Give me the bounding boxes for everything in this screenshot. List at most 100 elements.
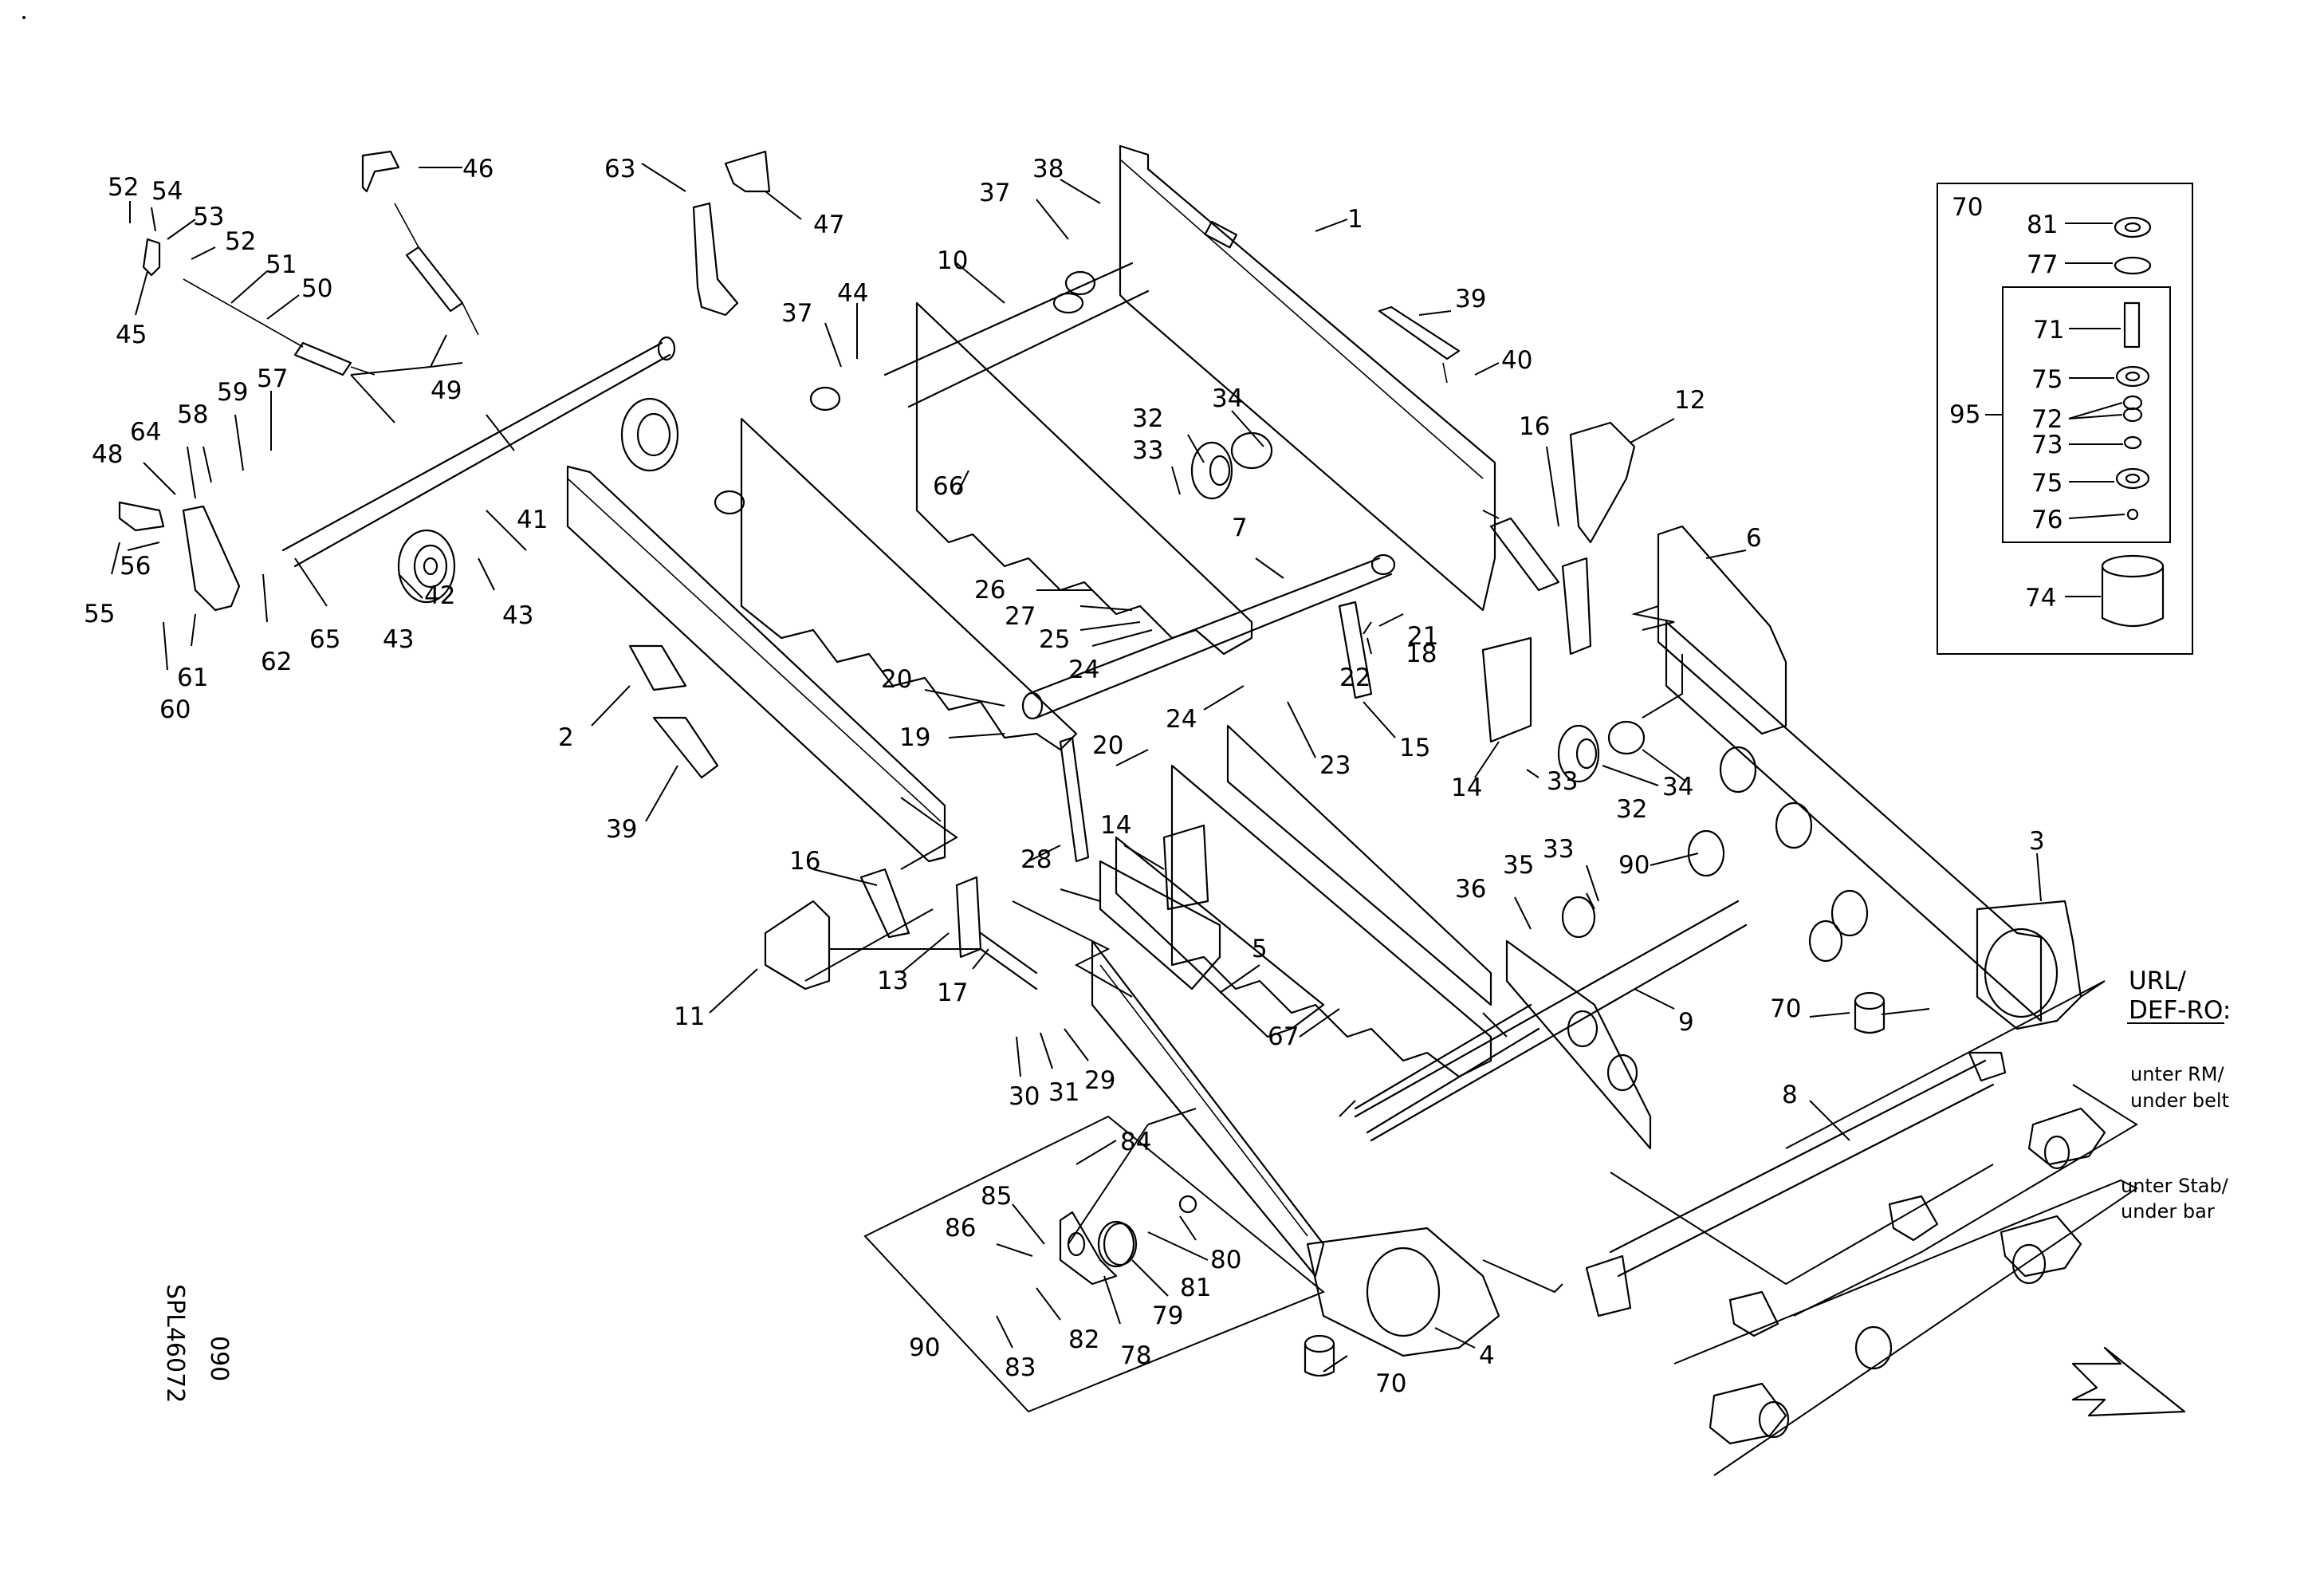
callout: 90 bbox=[909, 1333, 940, 1362]
inset-callout: 71 bbox=[2033, 316, 2064, 345]
plate-5 bbox=[1099, 860, 1221, 990]
callout: 46 bbox=[462, 155, 494, 183]
drawing-code: SPL46072 090 bbox=[161, 1284, 233, 1403]
inset-callout: 76 bbox=[2031, 506, 2063, 534]
callout: 52 bbox=[108, 173, 139, 202]
callout: 80 bbox=[1210, 1246, 1241, 1274]
callout: 52 bbox=[225, 227, 256, 256]
callout: 13 bbox=[877, 967, 908, 995]
callout: 60 bbox=[159, 695, 191, 724]
callout: 63 bbox=[604, 155, 635, 183]
callout: 58 bbox=[177, 400, 208, 429]
inset-assembly-label: 95 bbox=[1949, 400, 1980, 429]
callout: 39 bbox=[606, 815, 637, 844]
callout: 62 bbox=[261, 648, 292, 676]
shaft-41 bbox=[281, 341, 671, 568]
callout: 23 bbox=[1319, 751, 1351, 780]
callout: 55 bbox=[84, 600, 115, 628]
inset-callout: 72 bbox=[2031, 405, 2063, 434]
inset-title: 70 bbox=[1952, 193, 1983, 222]
callout: 33 bbox=[1547, 767, 1578, 796]
callout: 4 bbox=[1479, 1341, 1495, 1370]
callout: 36 bbox=[1455, 875, 1486, 904]
side-plate-upper bbox=[1119, 144, 1496, 612]
callout: 40 bbox=[1501, 346, 1532, 375]
callout: 57 bbox=[257, 364, 288, 393]
callout: 37 bbox=[781, 299, 812, 328]
callout: 14 bbox=[1451, 774, 1482, 802]
callout: 86 bbox=[945, 1214, 976, 1243]
callout: 48 bbox=[92, 440, 123, 469]
callout: 19 bbox=[899, 723, 930, 752]
end-plate-4 bbox=[1306, 1227, 1500, 1357]
callout: 21 bbox=[1407, 622, 1438, 651]
inset-callout: 75 bbox=[2031, 469, 2063, 498]
inset-callout: 77 bbox=[2027, 250, 2058, 279]
drawing-sheet: 090 bbox=[205, 1336, 233, 1381]
callout: 37 bbox=[979, 179, 1010, 207]
callout: 84 bbox=[1120, 1128, 1151, 1156]
callout: 79 bbox=[1152, 1302, 1183, 1330]
frame-drawing bbox=[22, 16, 2186, 1445]
callout: 18 bbox=[1406, 640, 1437, 668]
variant-notes: URL/ DEF-RO: unter RM/ under belt unter … bbox=[2121, 967, 2231, 1223]
callout: 28 bbox=[1020, 845, 1052, 874]
callout: 90 bbox=[1618, 851, 1650, 880]
callout: 25 bbox=[1039, 625, 1070, 654]
callout: 20 bbox=[1092, 731, 1123, 760]
callout: 64 bbox=[130, 418, 161, 447]
variant-label: URL/ bbox=[2129, 967, 2187, 995]
plate-14 bbox=[1481, 636, 1532, 743]
callout: 16 bbox=[1519, 412, 1550, 441]
callout: 34 bbox=[1662, 773, 1693, 801]
callout: 1 bbox=[1347, 205, 1363, 234]
foot-cap-70-left bbox=[1304, 1334, 1335, 1377]
inset-callout: 74 bbox=[2025, 584, 2056, 612]
callout: 85 bbox=[981, 1182, 1012, 1211]
callout: 67 bbox=[1268, 1022, 1299, 1051]
callout: 32 bbox=[1132, 404, 1163, 433]
callout: 2 bbox=[558, 723, 574, 752]
callout: 45 bbox=[116, 321, 147, 349]
callout: 30 bbox=[1009, 1082, 1040, 1111]
callout: 8 bbox=[1782, 1081, 1798, 1109]
note-under-bar: unter Stab/ bbox=[2121, 1175, 2229, 1197]
callout: 33 bbox=[1132, 436, 1163, 465]
callout: 17 bbox=[937, 979, 968, 1007]
callout: 35 bbox=[1503, 851, 1534, 880]
callout: 3 bbox=[2029, 827, 2045, 856]
note-under-belt: unter RM/ bbox=[2130, 1063, 2224, 1085]
callout: 59 bbox=[217, 378, 248, 407]
callout: 50 bbox=[301, 274, 332, 303]
lever-64 bbox=[182, 505, 241, 612]
callout: 54 bbox=[151, 177, 183, 206]
callout: 32 bbox=[1616, 795, 1647, 824]
gear-42 bbox=[397, 529, 456, 604]
spring-50 bbox=[293, 341, 352, 376]
guide-plate-66 bbox=[915, 301, 1253, 656]
inset-callout: 81 bbox=[2027, 211, 2058, 239]
end-plate-3 bbox=[1976, 900, 2082, 1030]
callout: 81 bbox=[1180, 1274, 1211, 1302]
callout: 24 bbox=[1166, 705, 1197, 734]
callout: 16 bbox=[789, 847, 820, 876]
callout: 7 bbox=[1232, 514, 1248, 542]
direction-arrow bbox=[2071, 1346, 2186, 1417]
callout: 70 bbox=[1375, 1369, 1406, 1398]
callout: 43 bbox=[502, 601, 533, 630]
note-under-bar: under bar bbox=[2121, 1200, 2215, 1223]
callout-labels: 52 54 53 52 51 50 45 46 49 63 47 48 64 5… bbox=[84, 155, 2045, 1398]
callout: 41 bbox=[517, 506, 548, 534]
callout: 14 bbox=[1100, 811, 1131, 840]
callout: 83 bbox=[1005, 1353, 1036, 1382]
guide-plate-67 bbox=[1170, 764, 1492, 1078]
slide-13 bbox=[955, 876, 982, 959]
callout: 20 bbox=[881, 665, 912, 694]
foot-cap-70-right bbox=[1854, 991, 1886, 1034]
callout: 44 bbox=[837, 279, 868, 308]
callout: 43 bbox=[383, 625, 414, 654]
callout: 34 bbox=[1212, 384, 1243, 413]
callout: 15 bbox=[1399, 734, 1430, 762]
tube-9 bbox=[1354, 900, 1748, 1142]
